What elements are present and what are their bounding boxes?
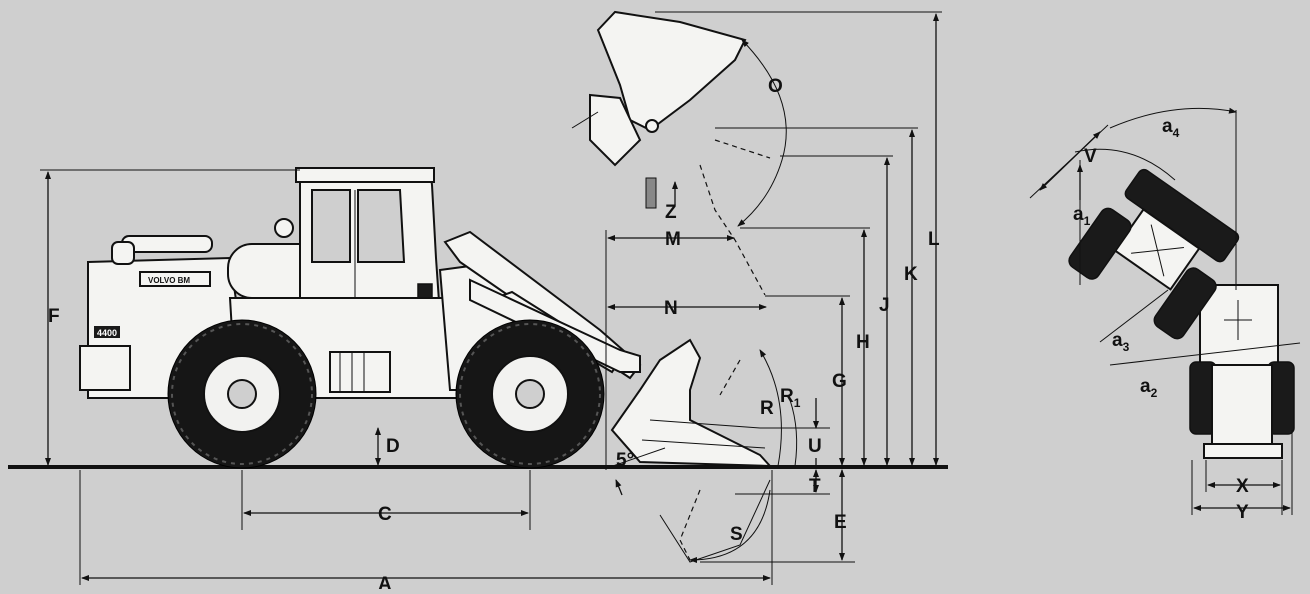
label-K: K bbox=[904, 264, 918, 285]
front-wheel bbox=[455, 319, 605, 469]
label-a1: a1 bbox=[1073, 204, 1091, 228]
top-view-articulation bbox=[1029, 107, 1301, 515]
bucket-path-dashed bbox=[699, 164, 766, 296]
label-N: N bbox=[664, 298, 678, 319]
label-R: R bbox=[760, 398, 774, 419]
arc-O bbox=[737, 39, 787, 227]
label-D: D bbox=[386, 436, 400, 457]
side-dimension-labels: F A C D M N Z O G H J K L R R1 U T E S 5… bbox=[48, 76, 940, 594]
label-S: S bbox=[730, 524, 743, 545]
label-H: H bbox=[856, 332, 870, 353]
z-hatch bbox=[645, 177, 657, 209]
label-L: L bbox=[928, 229, 940, 250]
arc-S bbox=[689, 489, 771, 563]
air-intake bbox=[111, 241, 135, 265]
arc-R bbox=[759, 349, 782, 467]
label-T: T bbox=[809, 476, 821, 497]
label-a3: a3 bbox=[1112, 330, 1130, 354]
brand-plate bbox=[139, 271, 211, 287]
label-a4: a4 bbox=[1162, 116, 1180, 140]
cab-window-left bbox=[311, 189, 351, 263]
model-badge-text: 4400 bbox=[97, 328, 117, 338]
label-G: G bbox=[832, 371, 847, 392]
label-X: X bbox=[1236, 476, 1249, 497]
bucket-lowered bbox=[610, 338, 773, 468]
label-U: U bbox=[808, 436, 822, 457]
cab-window-right bbox=[357, 189, 406, 263]
rear-wheel bbox=[167, 319, 317, 469]
label-R1: R1 bbox=[780, 386, 801, 410]
label-A: A bbox=[378, 574, 392, 589]
wheel-loader-side-view: VOLVO BM 4400 bbox=[79, 167, 773, 469]
label-O: O bbox=[768, 76, 783, 97]
label-V: V bbox=[1084, 146, 1097, 167]
label-Y: Y bbox=[1236, 502, 1249, 523]
cab-roof bbox=[295, 167, 435, 183]
side-dimension-lines bbox=[40, 11, 942, 585]
label-Z: Z bbox=[665, 202, 677, 223]
arc-R1 bbox=[789, 399, 798, 467]
top-view-labels: V a1 a3 a2 a4 X Y bbox=[1073, 116, 1249, 523]
exhaust-pipe bbox=[121, 235, 213, 253]
model-badge bbox=[94, 326, 120, 338]
rear-counterweight bbox=[79, 345, 131, 391]
label-angle: 5° bbox=[616, 450, 634, 471]
cap bbox=[274, 218, 294, 238]
bucket-raised bbox=[571, 10, 747, 167]
mid-frame bbox=[329, 351, 391, 393]
label-M: M bbox=[665, 229, 681, 250]
label-J: J bbox=[879, 295, 890, 316]
brand-text: VOLVO BM bbox=[148, 276, 190, 285]
label-F: F bbox=[48, 306, 60, 327]
label-E: E bbox=[834, 512, 847, 533]
label-C: C bbox=[378, 504, 392, 525]
label-a2: a2 bbox=[1140, 376, 1158, 400]
